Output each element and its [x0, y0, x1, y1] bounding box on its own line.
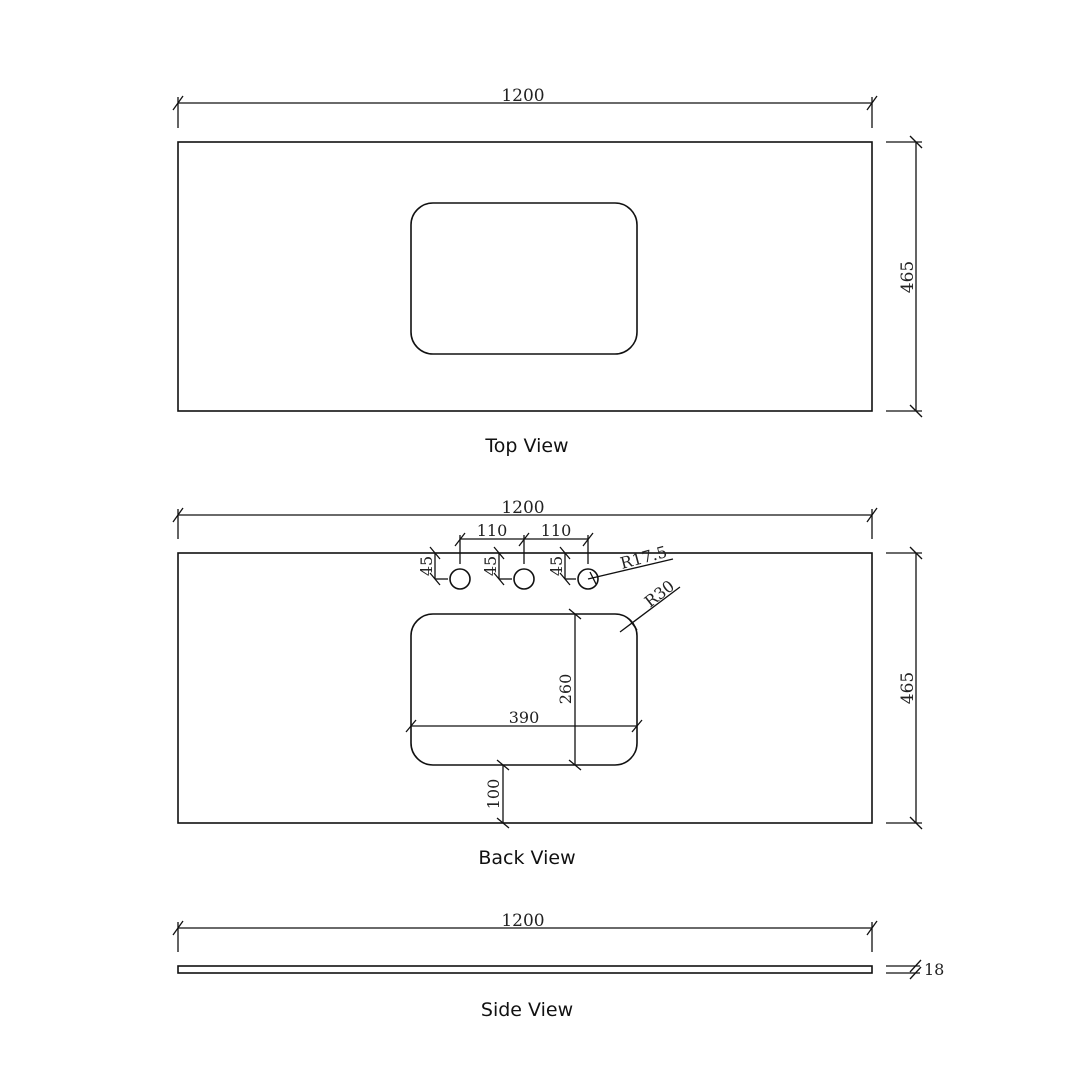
side-view: 1200 18 Side View: [172, 911, 944, 1021]
top-view: 1200 465 Top View: [172, 86, 923, 457]
side-view-width-text: 1200: [501, 911, 544, 931]
top-view-depth-text: 465: [898, 261, 918, 293]
side-view-thickness-dimension: 18: [886, 959, 944, 980]
side-view-slab-outline: [177, 965, 873, 974]
top-view-countertop-outline: [177, 141, 873, 412]
top-view-width-text: 1200: [501, 86, 544, 106]
top-view-basin-outline: [410, 202, 638, 355]
tap-hole-radius-callout: R17.5: [587, 542, 674, 585]
top-view-width-dimension: 1200: [172, 86, 878, 128]
back-view-width-dimension: 1200: [172, 498, 878, 539]
tap-offset-1-text: 45: [417, 556, 436, 576]
basin-corner-radius-text: R30: [641, 576, 678, 611]
tap-hole-center: [513, 568, 535, 590]
side-view-thickness-text: 18: [924, 960, 944, 979]
tap-hole-left: [449, 568, 471, 590]
side-view-label: Side View: [481, 999, 573, 1021]
back-view-countertop-outline: [177, 552, 873, 824]
back-view-label: Back View: [478, 847, 575, 869]
back-view-depth-text: 465: [898, 672, 918, 704]
basin-width-text: 390: [509, 708, 540, 727]
back-view-basin-outline: [410, 613, 638, 766]
back-view-depth-dimension: 465: [886, 546, 923, 830]
tap-spacing-dimension: 110 110: [454, 521, 594, 564]
top-view-label: Top View: [484, 435, 568, 457]
basin-corner-radius-callout: R30: [619, 576, 681, 633]
basin-depth-text: 260: [556, 674, 575, 705]
tap-hole-right: [577, 568, 599, 590]
back-view: 1200 110 110 45: [172, 498, 923, 869]
side-view-width-dimension: 1200: [172, 911, 878, 952]
tap-spacing-2-text: 110: [541, 521, 572, 540]
basin-front-offset-text: 100: [484, 779, 503, 810]
tap-offset-3-text: 45: [547, 556, 566, 576]
back-view-width-text: 1200: [501, 498, 544, 518]
top-view-depth-dimension: 465: [886, 135, 923, 418]
tap-offset-dimensions: 45 45 45: [417, 546, 576, 586]
basin-width-dimension: 390: [405, 708, 643, 733]
tap-spacing-1-text: 110: [477, 521, 508, 540]
basin-depth-dimension: 260: [556, 608, 582, 771]
tap-offset-2-text: 45: [481, 556, 500, 576]
tap-hole-radius-text: R17.5: [618, 542, 669, 573]
basin-front-offset-dimension: 100: [484, 759, 510, 829]
